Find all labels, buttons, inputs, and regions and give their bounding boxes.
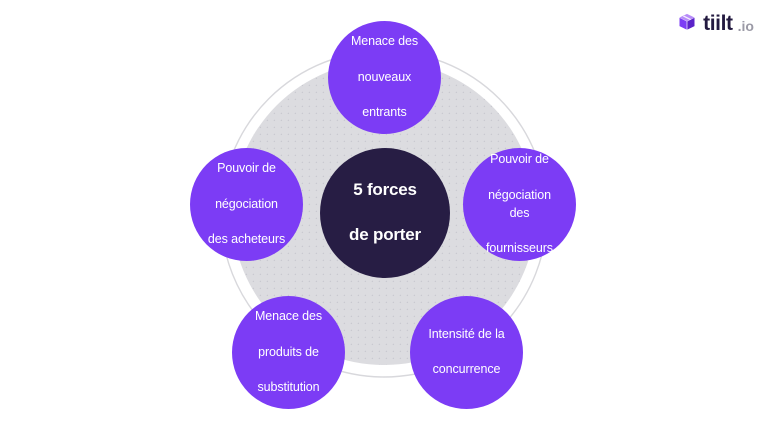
- force-label-line3: fournisseurs: [486, 241, 553, 255]
- tiilt-logo[interactable]: tiilt .io: [677, 10, 754, 34]
- force-label-line1: Pouvoir de: [217, 161, 276, 176]
- force-node-label: Intensité de la concurrence: [412, 326, 520, 379]
- force-label-line2: nouveaux: [357, 69, 412, 84]
- center-label-line1: 5 forces: [353, 180, 417, 200]
- force-node-menace-nouveaux-entrants[interactable]: Menace des nouveaux entrants: [328, 21, 441, 134]
- force-node-menace-produits-substitution[interactable]: Menace des produits de substitution: [232, 296, 345, 409]
- force-node-intensite-concurrence[interactable]: Intensité de la concurrence: [410, 296, 523, 409]
- force-label-line3: des acheteurs: [207, 232, 286, 247]
- force-node-label: Pouvoir de négociation des acheteurs: [192, 160, 301, 249]
- force-node-pouvoir-negociation-acheteurs[interactable]: Pouvoir de négociation des acheteurs: [190, 148, 303, 261]
- force-label-line3: substitution: [257, 380, 320, 395]
- force-label-line1: Menace des: [254, 309, 323, 324]
- force-node-label: Menace des produits de substitution: [239, 308, 338, 397]
- force-node-label: Pouvoir de négociation des fournisseurs: [463, 151, 576, 258]
- logo-wordmark: tiilt: [703, 11, 733, 35]
- force-label-line2: produits de: [258, 344, 319, 359]
- force-label-line1: Menace des: [350, 34, 419, 49]
- diagram-center-node[interactable]: 5 forces de porter: [320, 148, 450, 278]
- force-label-line2: concurrence: [432, 362, 501, 377]
- center-node-label: 5 forces de porter: [333, 179, 437, 246]
- force-label-line2: négociation: [215, 196, 278, 211]
- force-node-label: Menace des nouveaux entrants: [335, 33, 434, 122]
- force-label-line1: Intensité de la: [428, 326, 505, 341]
- force-label-line3: entrants: [362, 105, 407, 120]
- logo-tld: .io: [737, 18, 754, 34]
- force-label-line2: négociation des: [488, 187, 551, 220]
- force-node-pouvoir-negociation-fournisseurs[interactable]: Pouvoir de négociation des fournisseurs: [463, 148, 576, 261]
- center-label-line2: de porter: [349, 225, 421, 245]
- cube-icon: [679, 13, 695, 30]
- force-label-line1: Pouvoir de: [490, 152, 549, 167]
